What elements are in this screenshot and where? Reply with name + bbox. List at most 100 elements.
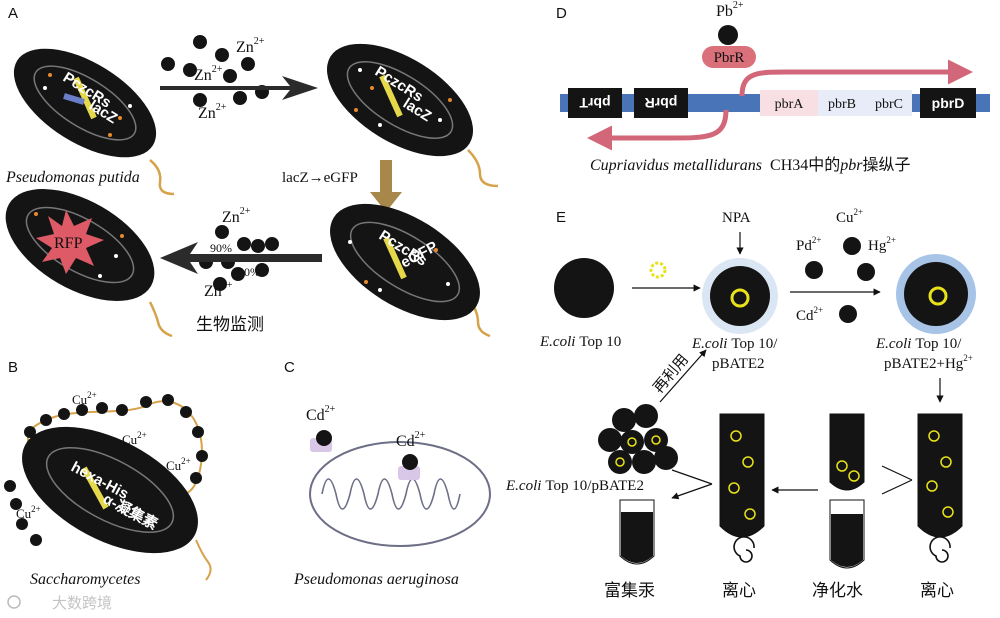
panel-d: D Pb2+ PbrR pbrT pbrR pbrA pbrB pbrC pbr…	[556, 0, 990, 174]
ecoli-pbate2-label-2: pBATE2	[712, 356, 765, 372]
cd-ion	[839, 305, 857, 323]
cu-ion-label: Cu2+	[836, 207, 863, 226]
rfp-burst	[36, 210, 104, 274]
split-arrow	[881, 465, 913, 495]
mitochondrion-cristae	[321, 478, 461, 510]
gene-pbrc-label: pbrC	[875, 97, 903, 112]
cu-ion	[843, 237, 861, 255]
flagellum	[149, 159, 175, 196]
dot	[48, 73, 52, 77]
bacterium-a3: PczcRs eGFP	[330, 203, 491, 338]
panel-b: B hexa-His α-凝集素 Cu2+ Cu2+ Cu2+ Cu2+ Sac…	[4, 359, 212, 588]
arrow-down-gold	[370, 160, 402, 212]
bacterium-a4: RFP	[5, 189, 173, 338]
cd-label-2: Cd2+	[396, 430, 426, 450]
panel-a-label: A	[8, 5, 18, 22]
species-pseudomonas-aeruginosa: Pseudomonas aeruginosa	[293, 571, 459, 588]
cu-label-4: Cu2+	[16, 504, 41, 521]
gene-pbrb	[818, 90, 866, 116]
panel-b-label: B	[8, 359, 18, 376]
npa-label: NPA	[722, 210, 751, 226]
gene-pbrd-label: pbrD	[932, 95, 965, 111]
gene-pbrb-label: pbrB	[828, 97, 856, 112]
dot	[43, 86, 47, 90]
bacterium-a1: PczcRs lacZ	[13, 48, 175, 196]
arrow-right-1	[160, 76, 318, 100]
pct-label-2: 90%	[238, 265, 260, 279]
species-saccharomycetes: Saccharomycetes	[30, 571, 140, 588]
zn-label-1: Zn2+	[236, 36, 265, 56]
tube-3-bottom	[829, 499, 865, 569]
nanoparticle-inside	[730, 288, 750, 308]
panel-d-label: D	[556, 5, 567, 22]
gene-bar-blue	[63, 93, 85, 105]
flagellum	[467, 149, 499, 188]
pb-label: Pb2+	[716, 0, 744, 20]
zn-label-4: Zn2+	[222, 206, 251, 226]
watermark: 大数跨境	[7, 594, 112, 612]
panel-c: C Cd2+ Cd2+ Pseudomonas aeruginosa	[284, 359, 491, 588]
cd-ion-label: Cd2+	[796, 305, 823, 324]
membrane-transporter	[398, 466, 420, 480]
step-purify-water: 净化水	[812, 581, 863, 601]
cu-label-3: Cu2+	[166, 456, 191, 473]
centrifuge-icon	[929, 536, 951, 563]
pbrr-protein	[702, 46, 756, 68]
ecoli-hg-cell	[904, 262, 968, 326]
bacterium-a2: PczcRs lacZ	[326, 43, 499, 188]
ecoli-cell	[554, 258, 614, 318]
watermark-icon	[7, 595, 21, 609]
flagellum	[148, 301, 173, 338]
nanoparticle-inside	[928, 286, 948, 306]
mitochondrion-outer	[309, 441, 491, 547]
gene-bar	[383, 236, 407, 280]
hg-ion	[857, 263, 875, 281]
ecoli-pbate2-cell	[710, 266, 770, 326]
cu-label-1: Cu2+	[72, 390, 97, 407]
copper-ions	[4, 394, 208, 546]
rfp-label: RFP	[54, 235, 83, 252]
zn-label-3: Zn2+	[198, 102, 227, 122]
panel-e-label: E	[556, 209, 566, 226]
gene-pbra	[760, 90, 818, 116]
gene-bar	[379, 74, 403, 118]
step-centrifuge-2: 离心	[920, 581, 954, 601]
flagellum	[195, 539, 212, 581]
gene-pbrr	[634, 88, 688, 118]
gene-pbrt	[568, 88, 622, 118]
cell-body	[326, 43, 474, 157]
gene-pbrc	[866, 90, 912, 116]
arrow-left	[160, 242, 322, 274]
swap-label: lacZ→eGFP	[282, 170, 358, 186]
tube-3-top	[829, 413, 865, 491]
plasmid-ring	[346, 61, 454, 139]
pd-ion	[805, 261, 823, 279]
gene-pbrd	[920, 88, 976, 118]
pb-ion	[718, 25, 738, 45]
cd-label-1: Cd2+	[306, 404, 336, 424]
step-enrich-mercury: 富集汞	[604, 581, 655, 601]
hg-ion-label: Hg2+	[868, 235, 896, 254]
gene-pbra-label: pbrA	[775, 97, 805, 112]
operon-caption: Cupriavidus metallidurans CH34中的pbr操纵子	[590, 155, 911, 174]
gene-bar	[81, 466, 109, 510]
pd-ion-label: Pd2+	[796, 235, 821, 254]
panel-a: A PczcRs lacZ Pseudomonas putida Zn2+ Z	[5, 5, 499, 338]
zn-label-2: Zn2+	[194, 64, 223, 84]
pct-label-1: 90%	[210, 241, 232, 255]
step-centrifuge-1: 离心	[722, 581, 756, 601]
transcript-reverse	[587, 109, 729, 151]
cu-label-2: Cu2+	[122, 430, 147, 447]
gene-pbrr-label: pbrR	[645, 95, 678, 111]
species-pseudomonas-putida: Pseudomonas putida	[5, 169, 140, 186]
zn-label-5: Zn2+	[204, 280, 233, 300]
monitor-label: 生物监测	[196, 315, 264, 335]
watermark-text: 大数跨境	[52, 594, 112, 612]
tube-1	[619, 499, 655, 565]
plasmid-ring	[349, 221, 461, 303]
transcript-forward	[739, 59, 973, 97]
